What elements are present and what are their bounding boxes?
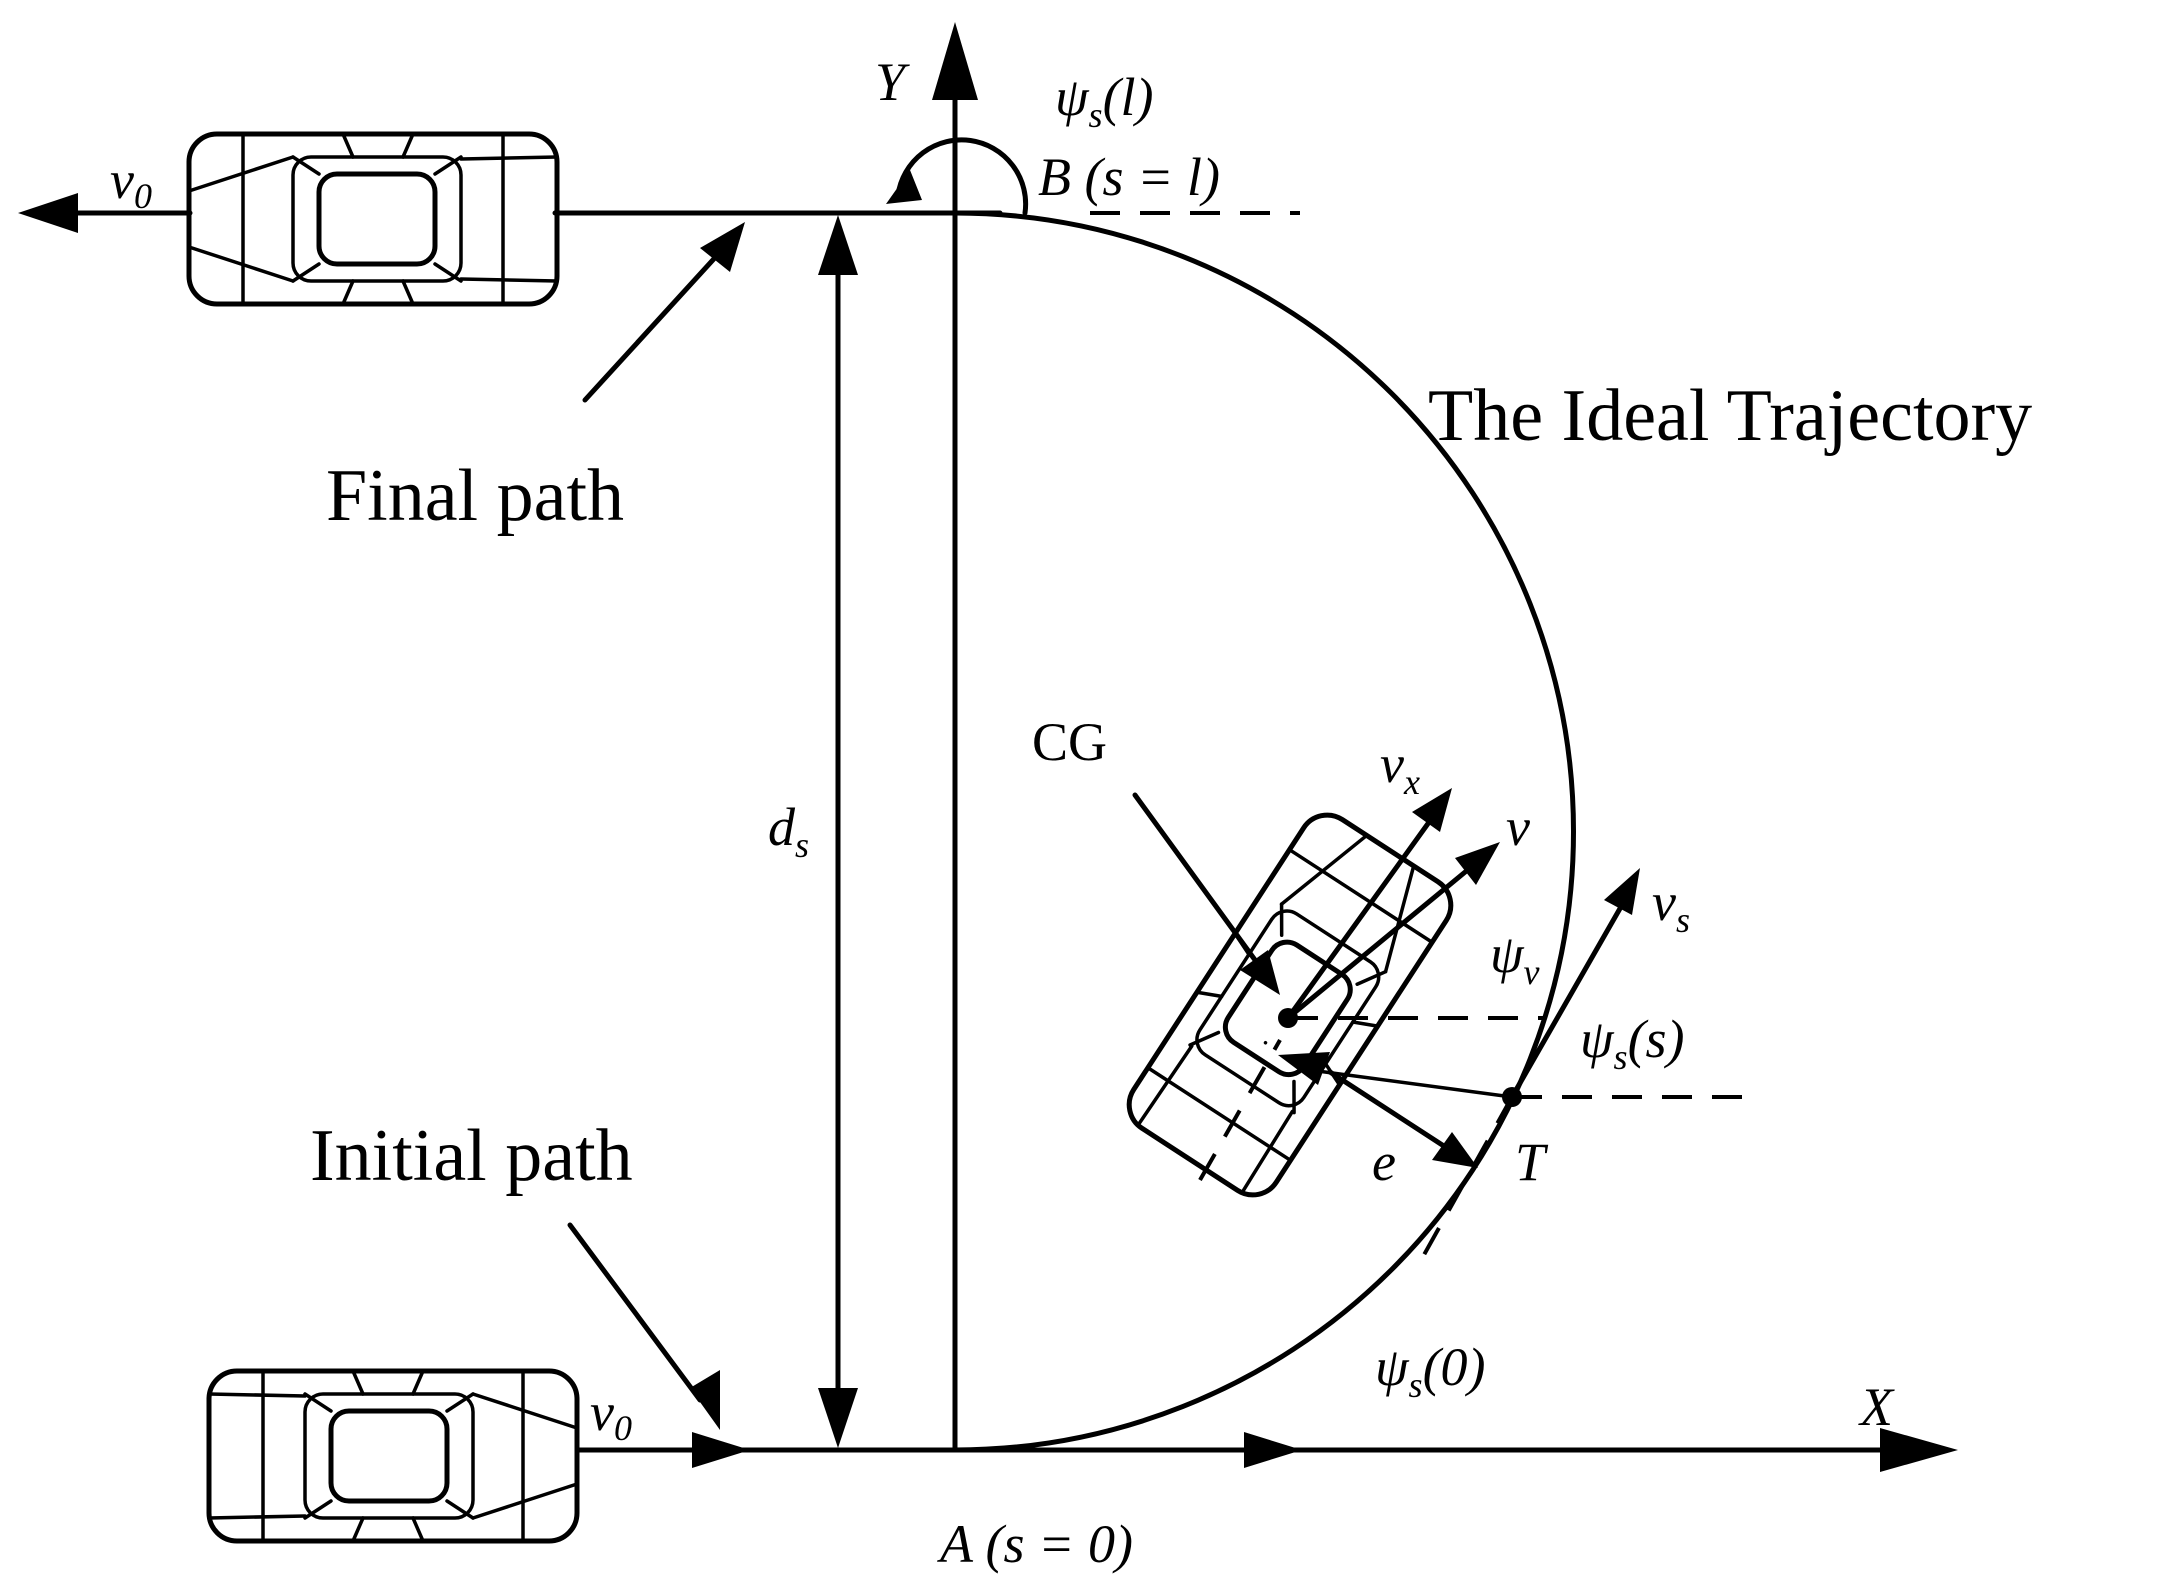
v0-bottom-label: v0 — [590, 1382, 632, 1448]
psi-v-label: ψv — [1490, 924, 1540, 992]
y-axis-label: Y — [875, 52, 910, 112]
tangent-dashed-t — [1418, 1096, 1514, 1263]
final-path-leader — [582, 222, 745, 403]
e-label: e — [1372, 1132, 1396, 1192]
car-centerline — [1198, 1039, 1282, 1181]
v-label: v — [1506, 797, 1530, 857]
point-b-label: B (s = l) — [1038, 147, 1220, 207]
ds-label: ds — [768, 797, 809, 865]
final-car — [189, 134, 557, 304]
initial-car — [209, 1371, 577, 1541]
e-error-vector — [1278, 1052, 1514, 1168]
y-axis — [932, 22, 978, 1453]
initial-path-label: Initial path — [310, 1115, 633, 1197]
initial-path-leader — [567, 1222, 720, 1430]
vx-vector — [1285, 788, 1452, 1021]
point-a-label: A (s = 0) — [937, 1514, 1133, 1574]
v0-top-label: v0 — [110, 150, 152, 216]
psi-s-s-label: ψs(s) — [1580, 1009, 1685, 1077]
t-label: T — [1515, 1132, 1549, 1192]
ds-dimension — [818, 215, 858, 1448]
vs-vector — [1509, 868, 1640, 1100]
psi-s-0-label: ψs(0) — [1375, 1337, 1486, 1405]
vs-label: vs — [1652, 872, 1690, 940]
psi-s-l-angle-arc — [886, 137, 1029, 216]
v-vector — [1285, 842, 1500, 1021]
cg-label: CG — [1032, 712, 1107, 772]
final-path-label: Final path — [326, 455, 624, 537]
x-axis-label: X — [1858, 1377, 1895, 1437]
turning-car — [1118, 804, 1461, 1205]
vx-label: vx — [1380, 734, 1420, 802]
psi-s-l-label: ψs(l) — [1055, 67, 1154, 135]
ideal-trajectory-arc — [952, 210, 1576, 1453]
final-path-line — [18, 193, 1003, 233]
ideal-trajectory-label: The Ideal Trajectory — [1428, 375, 2032, 457]
